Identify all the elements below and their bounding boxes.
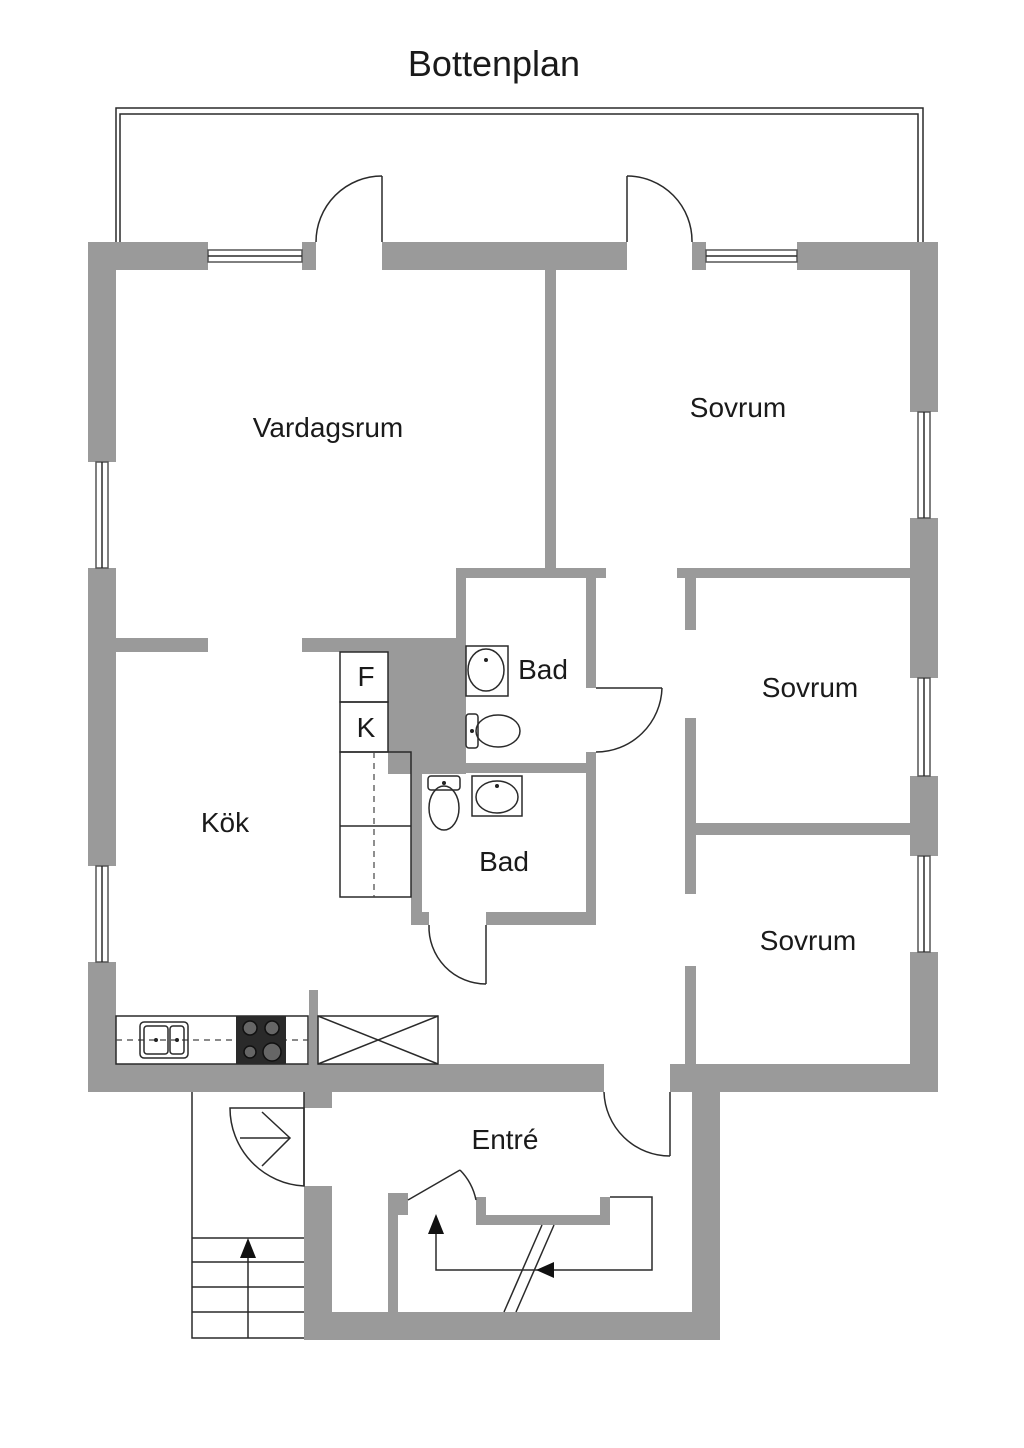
bathroom-fixtures [427, 645, 523, 831]
room-label-entre: Entré [472, 1124, 539, 1155]
kitchen-counter [115, 1015, 439, 1065]
closet-icon [317, 1015, 439, 1065]
room-label-sovrum-2: Sovrum [762, 672, 858, 703]
front-entrance [191, 1092, 305, 1339]
balcony-doors [315, 175, 693, 243]
toilet-icon [427, 775, 461, 831]
windows [95, 249, 931, 963]
room-label-sovrum-3: Sovrum [760, 925, 856, 956]
outer-walls [88, 242, 938, 1340]
room-label-vardagsrum: Vardagsrum [253, 412, 403, 443]
fridge-label: K [357, 712, 376, 743]
room-label-sovrum-1: Sovrum [690, 392, 786, 423]
toilet-icon [465, 713, 521, 749]
kitchen-cabinets: F K [339, 651, 412, 898]
stove-icon [236, 1016, 286, 1064]
room-label-bad-1: Bad [518, 654, 568, 685]
plan-title: Bottenplan [408, 43, 580, 84]
washbasin-icon [465, 645, 509, 697]
room-label-bad-2: Bad [479, 846, 529, 877]
interior-stairs [428, 1196, 653, 1313]
sink-icon [139, 1021, 189, 1059]
balcony [115, 107, 924, 242]
washbasin-icon [471, 775, 523, 817]
room-labels: Vardagsrum Sovrum Sovrum Sovrum Bad Bad … [201, 392, 858, 1155]
room-label-kok: Kök [201, 807, 250, 838]
freezer-label: F [357, 661, 374, 692]
interior-walls [116, 270, 938, 1312]
interior-doors [407, 687, 671, 1201]
